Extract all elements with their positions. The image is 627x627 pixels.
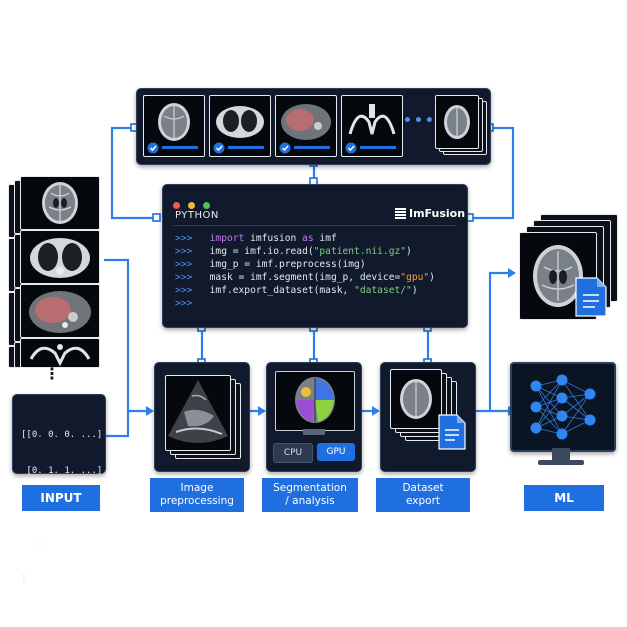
abdomen-scan-icon — [29, 291, 91, 333]
close-dot-icon — [173, 202, 180, 209]
gallery-more-ellipsis: ••• — [403, 113, 436, 129]
segmented-brain-icon — [295, 377, 335, 423]
input-scan-abdomen — [20, 284, 100, 338]
preprocessing-panel — [154, 362, 250, 472]
code-token: imf.export_dataset(mask, — [209, 285, 355, 296]
ml-monitor-base — [538, 460, 584, 465]
python-code-panel: PYTHON ImFusion >>> import imfusion as i… — [162, 184, 468, 328]
code-prompt: >>> — [175, 272, 193, 283]
code-token: ) — [411, 285, 418, 296]
code-prompt: >>> — [175, 298, 193, 309]
abdomen-scan-icon — [279, 104, 331, 154]
brain-scan-icon — [444, 105, 470, 139]
arrowhead-dataset — [508, 268, 516, 278]
gpu-button[interactable]: GPU — [317, 443, 355, 461]
connector-export-to-dataset — [474, 271, 508, 413]
brand-name: ImFusion — [409, 207, 466, 220]
chest-scan-icon — [30, 238, 90, 278]
code-token: imf — [313, 233, 337, 244]
brain-scan-icon — [400, 379, 432, 419]
code-line: >>> — [175, 298, 210, 309]
chest-scan-icon — [213, 106, 264, 154]
brain-scan-icon — [533, 245, 583, 307]
imfusion-mark-icon — [395, 208, 406, 219]
connector-input-bracket — [104, 258, 130, 438]
arrowhead-segmentation — [258, 406, 266, 416]
code-token: ) — [429, 272, 435, 283]
code-token: imfusion — [244, 233, 303, 244]
ml-label: ML — [524, 485, 604, 511]
code-token: import — [209, 233, 245, 244]
monitor-stand — [303, 429, 325, 435]
code-token: img_p = imf.preprocess(img) — [209, 259, 366, 270]
gallery-scan-pelvis — [341, 95, 403, 157]
code-token: "dataset/" — [354, 285, 412, 296]
output-dataset-stack — [518, 214, 618, 322]
maximize-dot-icon — [203, 202, 211, 209]
ml-monitor — [510, 362, 616, 470]
code-token: ) — [406, 246, 412, 257]
input-scan-chest — [20, 230, 100, 284]
ml-screen — [510, 362, 616, 452]
segmentation-panel: CPU GPU — [266, 362, 362, 472]
gallery-scan-brain — [143, 95, 205, 157]
code-prompt: >>> — [175, 233, 193, 244]
code-token: "patient.nii.gz" — [313, 246, 407, 257]
gallery-scan-stack — [435, 95, 479, 149]
code-line: >>> img_p = imf.preprocess(img) — [175, 259, 366, 270]
code-prompt: >>> — [175, 285, 193, 296]
brain-scan-icon — [147, 103, 198, 154]
output-brain-image — [519, 232, 597, 320]
code-token: mask = imf.segment(img_p, device= — [209, 272, 401, 283]
document-icon — [438, 414, 466, 450]
input-label: INPUT — [22, 485, 100, 511]
code-token: as — [302, 233, 314, 244]
window-controls — [173, 194, 211, 213]
cpu-button[interactable]: CPU — [273, 443, 313, 463]
connector-strip-to-code-left — [110, 126, 160, 220]
input-scan-brain — [20, 176, 100, 230]
segmentation-monitor — [275, 371, 355, 431]
code-line: >>> imf.export_dataset(mask, "dataset/") — [175, 285, 418, 296]
minimize-dot-icon — [188, 202, 196, 209]
arrowhead-preprocessing — [146, 406, 154, 416]
input-image-stack — [8, 176, 108, 368]
gallery-scan-abdomen — [275, 95, 337, 157]
code-prompt: >>> — [175, 259, 193, 270]
export-brain-image — [390, 369, 442, 429]
ultrasound-scan-icon — [168, 380, 228, 443]
dataset-document-icon — [575, 277, 607, 317]
brain-scan-icon — [42, 182, 78, 224]
code-token: "gpu" — [400, 272, 430, 283]
pelvis-scan-icon — [345, 104, 396, 154]
code-token: img = imf.io.read( — [209, 246, 314, 257]
code-line: >>> import imfusion as imf — [175, 233, 337, 244]
language-label: PYTHON — [175, 210, 219, 221]
imfusion-logo: ImFusion — [395, 207, 465, 220]
input-array-panel: [[0. 0. 0. ...] [0. 1. 1. ...] [0. 1. 1.… — [12, 394, 106, 584]
pelvis-scan-icon — [29, 344, 91, 367]
segmentation-label: Segmentation/ analysis — [262, 478, 358, 512]
dataset-export-panel — [380, 362, 476, 472]
scan-gallery-strip: ••• — [136, 88, 491, 165]
code-prompt: >>> — [175, 246, 193, 257]
connector-strip-to-code-right — [468, 126, 515, 220]
ultrasound-image — [165, 375, 231, 451]
input-more-ellipsis: ⋮ — [44, 364, 60, 383]
code-line: >>> mask = imf.segment(img_p, device="gp… — [175, 272, 435, 283]
code-line: >>> img = imf.io.read("patient.nii.gz") — [175, 246, 412, 257]
port-code-left — [152, 213, 161, 222]
input-scan-pelvis — [20, 338, 100, 368]
code-header-divider — [173, 225, 457, 226]
gallery-scan-chest — [209, 95, 271, 157]
arrowhead-export — [372, 406, 380, 416]
ml-monitor-neck — [552, 448, 570, 460]
neural-network-icon — [530, 374, 596, 440]
